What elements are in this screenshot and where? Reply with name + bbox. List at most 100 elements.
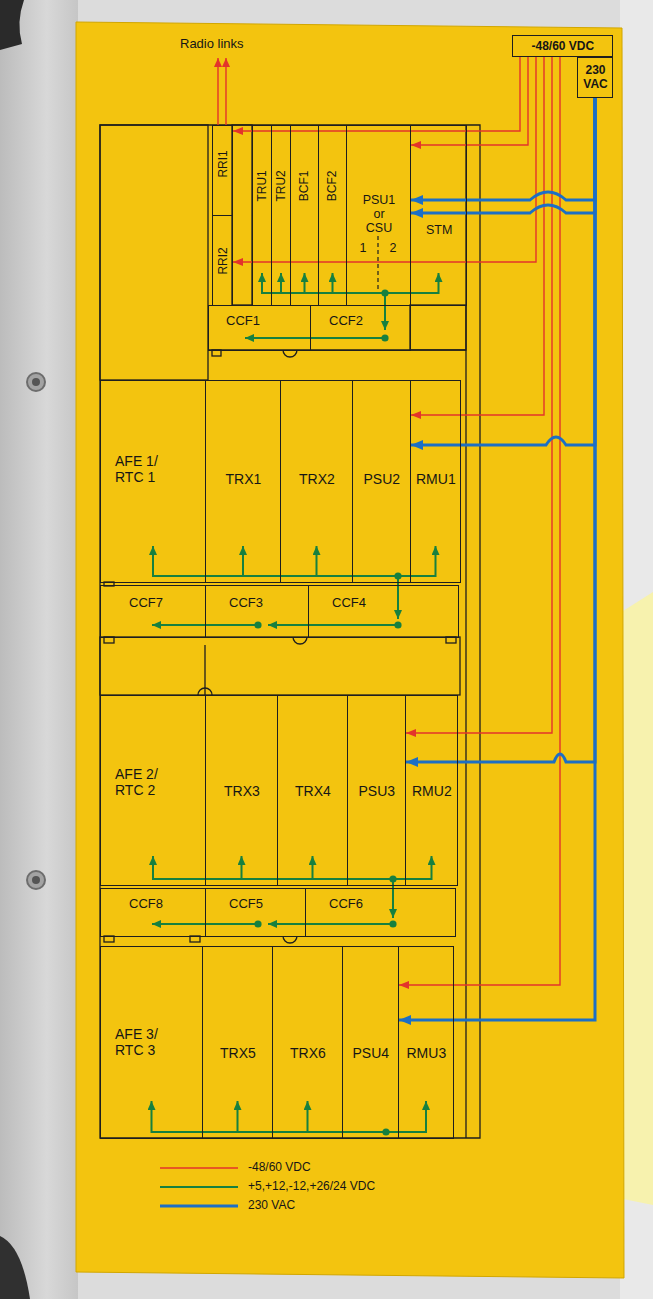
module-label: RMU1 (416, 471, 456, 487)
module-label: RRI2 (216, 247, 230, 274)
power-line (406, 57, 552, 733)
power-line (268, 923, 393, 925)
screw (27, 871, 45, 889)
module-slot: PSU2 (352, 380, 411, 583)
power-line (317, 546, 399, 576)
power-line (233, 57, 536, 262)
module-label: RRI1 (216, 150, 230, 177)
junction-dot (394, 621, 401, 628)
power-line (384, 293, 386, 330)
module-label: RMU3 (407, 1045, 447, 1061)
module-label: 2 (390, 241, 397, 255)
power-line (238, 1101, 387, 1132)
legend-sample (160, 1167, 238, 1169)
module-slot: TRX6 (272, 946, 343, 1139)
power-line (245, 337, 385, 339)
power-line (411, 98, 595, 445)
power-line (242, 856, 394, 879)
yellow-panel (76, 22, 624, 1278)
power-line (392, 879, 394, 918)
module-slot: STM (410, 125, 467, 306)
power-line (411, 57, 528, 145)
module-slot: CCF4 (308, 585, 459, 638)
module-slot: TRU2 (271, 125, 291, 306)
junction-dot (389, 920, 396, 927)
power-line (152, 1101, 387, 1132)
power-line (398, 546, 436, 576)
power-line (411, 98, 595, 213)
module-label: TRX4 (295, 783, 331, 799)
power-line (399, 98, 595, 1020)
module-label: TRU2 (275, 170, 289, 201)
power-line (153, 546, 398, 576)
module-slot: TRX4 (277, 695, 348, 886)
module-label: STM (426, 223, 452, 237)
power-line (308, 1101, 387, 1132)
power-line (411, 98, 595, 200)
module-label: AFE 3/ RTC 3 (115, 1026, 169, 1058)
module-slot: BCF1 (290, 125, 319, 306)
module-label: BCF1 (298, 171, 312, 202)
module-slot: CCF5 (205, 888, 306, 937)
junction-dot (389, 875, 396, 882)
shadow (0, 1236, 30, 1299)
legend-text: 230 VAC (248, 1199, 295, 1213)
module-label: TRX1 (226, 471, 262, 487)
module-slot: RMU3 (398, 946, 454, 1139)
module-slot: CCF6 (305, 888, 456, 937)
power-line (233, 57, 520, 131)
cabinet-frame (100, 125, 480, 1138)
module-label: 1 (360, 241, 367, 255)
screw (32, 876, 40, 884)
module-label: CCF6 (329, 897, 363, 912)
power-line (262, 273, 385, 293)
module-label: TRX2 (299, 471, 335, 487)
module-label: CCF3 (229, 596, 263, 611)
module-label: CCF5 (229, 897, 263, 912)
module-label: 230 VAC (581, 64, 611, 92)
module-label: CCF1 (226, 314, 260, 329)
screw (27, 373, 45, 391)
power-line (305, 273, 386, 293)
module-label: CCF2 (329, 314, 363, 329)
junction-dot (382, 1128, 389, 1135)
module-slot: TRX2 (280, 380, 353, 583)
module-label: CCF4 (332, 596, 366, 611)
junction-dot (394, 572, 401, 579)
module-slot: AFE 1/ RTC 1 (100, 380, 206, 583)
module-slot: TRU1 (252, 125, 272, 306)
power-line (313, 856, 394, 879)
module-slot: RMU2 (405, 695, 458, 886)
module-slot: BCF2 (318, 125, 347, 306)
module-label: AFE 2/ RTC 2 (115, 766, 169, 798)
module-label: PSU4 (353, 1045, 390, 1061)
module-slot: RRI2 (212, 215, 233, 306)
module-slot: AFE 2/ RTC 2 (100, 695, 206, 886)
supply-box: -48/60 VDC (512, 35, 613, 57)
power-line (411, 57, 544, 415)
module-label: AFE 1/ RTC 1 (115, 453, 169, 485)
module-slot: RRI1 (212, 125, 233, 216)
module-label: CCF8 (129, 897, 163, 912)
module-slot: PSU4 (342, 946, 399, 1139)
junction-dot (254, 621, 261, 628)
power-line (281, 273, 385, 293)
module-label: PSU3 (359, 783, 396, 799)
power-line (406, 98, 595, 762)
legend-text: -48/60 VDC (248, 1161, 311, 1175)
radio-link-arrow (225, 58, 226, 125)
module-label: BCF2 (326, 171, 340, 202)
cabinet-edge (0, 0, 78, 1299)
legend-sample (160, 1205, 238, 1208)
power-line (393, 856, 432, 879)
module-slot: CCF2 (310, 305, 411, 351)
shadow (0, 0, 24, 50)
junction-dot (381, 289, 388, 296)
radio-link-arrow (217, 58, 218, 125)
module-label: RMU2 (412, 783, 452, 799)
power-line (385, 273, 439, 293)
module-slot: CCF1 (208, 305, 311, 351)
module-slot: TRX1 (205, 380, 281, 583)
